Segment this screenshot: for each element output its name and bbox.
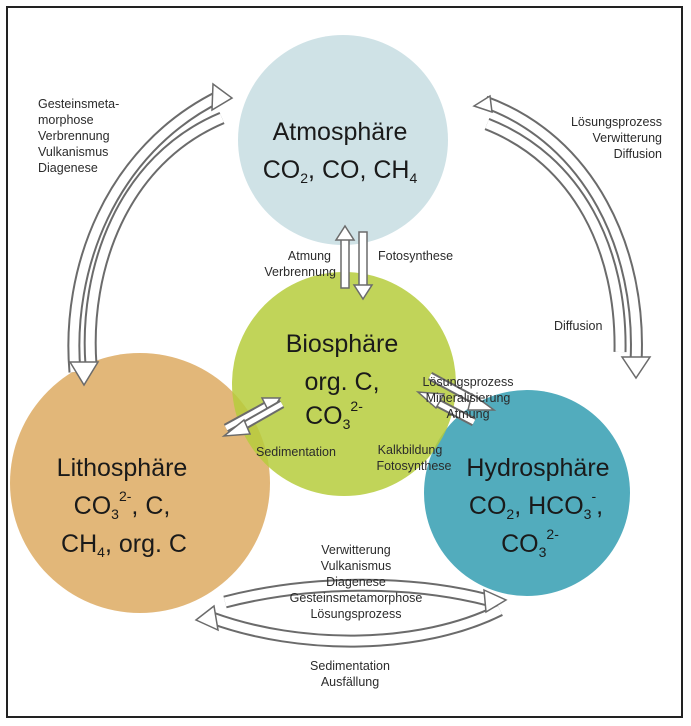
label-bio-to-litho: Sedimentation xyxy=(256,445,336,459)
arrow-litho-hydro xyxy=(194,578,508,648)
atmosphere-sphere xyxy=(238,35,448,245)
hydrosphere-title: Hydrosphäre xyxy=(466,454,609,482)
label-litho-to-hydro: Verwitterung Vulkanismus Diagenese Geste… xyxy=(290,543,423,621)
svg-text:Diagenese: Diagenese xyxy=(326,575,386,589)
svg-text:Vulkanismus: Vulkanismus xyxy=(38,145,108,159)
svg-text:Ausfällung: Ausfällung xyxy=(321,675,379,689)
label-atmo-to-hydro: Lösungsprozess Verwitterung Diffusion xyxy=(571,115,662,161)
svg-text:Mineralisierung: Mineralisierung xyxy=(426,391,511,405)
svg-text:Lösungsprozess: Lösungsprozess xyxy=(422,375,513,389)
svg-text:Lösungsprozess: Lösungsprozess xyxy=(310,607,401,621)
biosphere-sphere xyxy=(232,272,456,496)
biosphere-formula: CO32- xyxy=(305,398,363,432)
hydrosphere-line2: CO2, HCO3-, xyxy=(469,488,603,522)
lithosphere-title: Lithosphäre xyxy=(57,454,188,482)
arrow-atmo-to-hydro xyxy=(472,94,652,380)
lithosphere-line2: CO32-, C, xyxy=(74,488,171,522)
arrow-litho-to-atmo xyxy=(67,82,234,387)
label-bio-to-hydro: Lösungsprozess Mineralisierung Atmung xyxy=(422,375,513,421)
svg-text:Kalkbildung: Kalkbildung xyxy=(378,443,443,457)
svg-text:Verbrennung: Verbrennung xyxy=(38,129,110,143)
label-litho-to-atmo: Gesteinsmeta- morphose Verbrennung Vulka… xyxy=(38,97,119,175)
svg-text:Vulkanismus: Vulkanismus xyxy=(321,559,391,573)
svg-text:Verwitterung: Verwitterung xyxy=(321,543,391,557)
svg-text:Verbrennung: Verbrennung xyxy=(264,265,336,279)
label-hydro-to-atmo: Diffusion xyxy=(554,319,602,333)
svg-text:Gesteinsmeta-: Gesteinsmeta- xyxy=(38,97,119,111)
hydrosphere-line3: CO32- xyxy=(501,526,559,560)
atmosphere-title: Atmosphäre xyxy=(273,118,408,146)
lithosphere-line3: CH4, org. C xyxy=(61,530,187,560)
arrow-bio-hydro xyxy=(415,372,497,426)
svg-text:Verwitterung: Verwitterung xyxy=(593,131,663,145)
biosphere-title: Biosphäre xyxy=(286,330,399,358)
svg-text:Atmung: Atmung xyxy=(288,249,331,263)
svg-text:Gesteinsmetamorphose: Gesteinsmetamorphose xyxy=(290,591,423,605)
svg-text:Sedimentation: Sedimentation xyxy=(310,659,390,673)
label-atmo-to-bio: Fotosynthese xyxy=(378,249,453,263)
svg-text:Lösungsprozess: Lösungsprozess xyxy=(571,115,662,129)
svg-text:Diagenese: Diagenese xyxy=(38,161,98,175)
svg-text:Atmung: Atmung xyxy=(446,407,489,421)
label-hydro-to-bio: Kalkbildung Fotosynthese xyxy=(376,443,451,473)
arrow-bio-atmo xyxy=(334,224,374,301)
arrow-bio-litho xyxy=(221,397,285,437)
lithosphere-sphere xyxy=(10,353,270,613)
hydrosphere-sphere xyxy=(424,390,630,596)
biosphere-line2: org. C, xyxy=(304,368,379,396)
svg-text:Diffusion: Diffusion xyxy=(614,147,662,161)
label-bio-to-atmo: Atmung Verbrennung xyxy=(264,249,336,279)
svg-text:morphose: morphose xyxy=(38,113,94,127)
label-hydro-to-litho: Sedimentation Ausfällung xyxy=(310,659,390,689)
svg-text:Fotosynthese: Fotosynthese xyxy=(376,459,451,473)
atmosphere-formula: CO2, CO, CH4 xyxy=(263,156,418,186)
